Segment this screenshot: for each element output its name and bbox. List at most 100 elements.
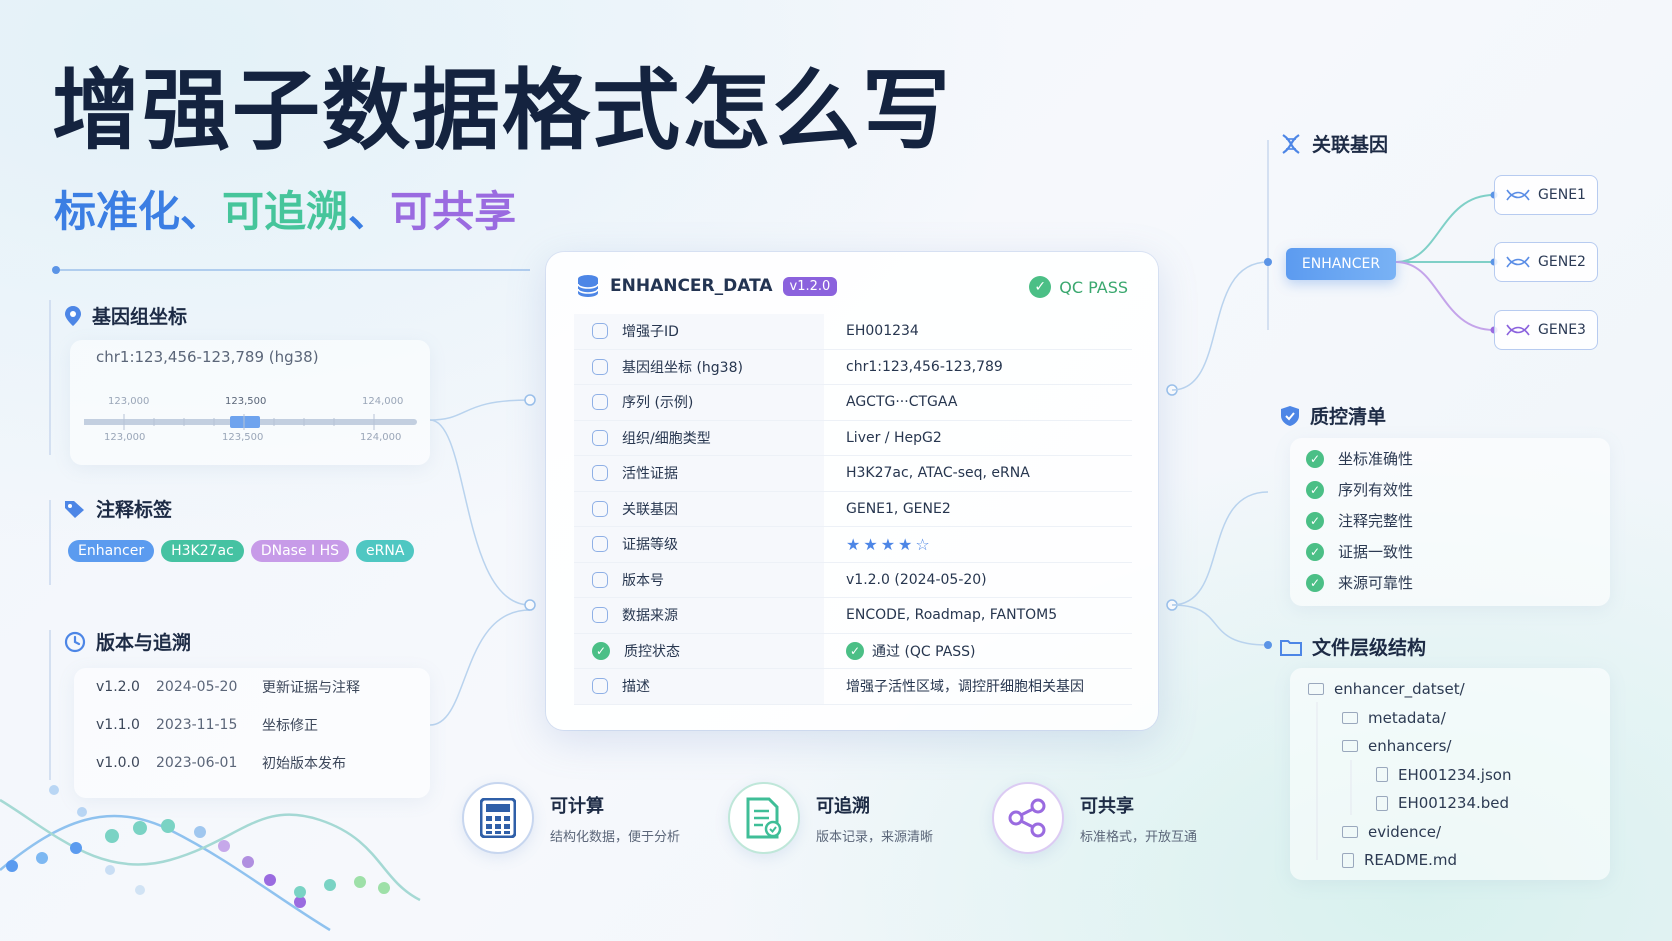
ruler-top-mid: 123,500 [225,396,267,407]
file-tree-item[interactable]: EH001234.bed [1308,789,1511,818]
field-key: 数据来源 [622,608,678,625]
qc-item-label: 来源可靠性 [1338,574,1414,592]
calculator-icon [480,798,516,838]
tag-enhancer[interactable]: Enhancer [68,540,155,562]
tag-erna[interactable]: eRNA [356,540,415,562]
check-circle-icon: ✓ [1306,542,1324,561]
enhancer-data-card: ENHANCER_DATA v1.2.0 ✓ QC PASS 增强子ID EH00… [546,252,1158,730]
table-row: 序列 (示例)AGCTG···CTGAA [574,385,1132,421]
file-tree-item[interactable]: EH001234.json [1308,761,1511,790]
file-tree-item[interactable]: enhancer_datset/ [1308,675,1511,704]
dna-icon [1506,324,1530,336]
check-circle-icon: ✓ [1306,480,1324,499]
enhancer-node[interactable]: ENHANCER [1286,248,1396,280]
check-circle-icon: ✓ [846,641,864,660]
field-key-cell: 增强子ID [574,314,824,349]
tag-dnase[interactable]: DNase I HS [250,540,350,562]
field-value: AGCTG···CTGAA [846,394,958,411]
field-value: Liver / HepG2 [846,429,942,446]
dna-icon [1282,133,1300,154]
file-tree-item[interactable]: README.md [1308,846,1511,875]
evidence-stars: ★★★★☆ [846,534,933,554]
genes-title-text: 关联基因 [1312,134,1389,156]
field-value: 通过 (QC PASS) [872,643,976,660]
card-name: ENHANCER_DATA [610,276,773,296]
gene-node-1[interactable]: GENE1 [1494,175,1598,215]
feature-icon-circle [462,782,534,854]
qc-item: ✓ 来源可靠性 [1306,567,1413,598]
version-date: 2023-11-15 [156,717,238,733]
field-value-cell: ✓ 通过 (QC PASS) [824,641,1132,661]
ruler-bottom-mid: 123,500 [222,432,264,443]
field-icon [592,536,608,553]
field-value-cell: EH001234 [824,323,1132,339]
field-value-cell: 增强子活性区域，调控肝细胞相关基因 [824,676,1132,696]
field-icon [592,678,608,695]
versions-section-title: 版本与追溯 [64,628,191,655]
genome-ruler [84,414,417,430]
field-icon [592,571,608,588]
field-value-cell: H3K27ac, ATAC-seq, eRNA [824,465,1132,481]
feature-subtitle: 标准格式，开放互通 [1080,829,1198,845]
version-date: 2023-06-01 [156,755,238,771]
gene-node-2[interactable]: GENE2 [1494,242,1598,282]
qc-item: ✓坐标准确性 [1306,443,1413,474]
files-title-text: 文件层级结构 [1312,637,1427,659]
file-name: enhancer_datset/ [1334,680,1465,699]
document-check-icon [746,797,782,839]
page-subtitle: 标准化、可追溯、可共享 [54,178,516,239]
table-row: ✓质控状态✓通过 (QC PASS) [574,633,1132,669]
field-value: EH001234 [846,323,919,340]
field-icon [592,323,608,340]
field-value: ENCODE, Roadmap, FANTOM5 [846,607,1058,624]
coords-title-text: 基因组坐标 [92,306,188,328]
feature-title: 可计算 [550,795,604,817]
field-key: 活性证据 [622,466,678,483]
table-row: 描述增强子活性区域，调控肝细胞相关基因 [574,669,1132,705]
qc-section-title: 质控清单 [1280,402,1386,429]
qc-item-label: 证据一致性 [1338,543,1414,561]
version-badge: v1.2.0 [782,276,838,296]
card-header: ENHANCER_DATA v1.2.0 [576,274,838,298]
qc-list: ✓坐标准确性 ✓序列有效性 ✓注释完整性 ✓证据一致性 ✓来源可靠性 [1306,443,1413,598]
field-value: v1.2.0 (2024-05-20) [846,571,987,588]
file-tree-item[interactable]: enhancers/ [1308,732,1511,761]
tag-h3k27ac[interactable]: H3K27ac [161,540,244,562]
field-value-cell: ENCODE, Roadmap, FANTOM5 [824,607,1132,623]
file-tree-item[interactable]: metadata/ [1308,704,1511,733]
gene-node-3[interactable]: GENE3 [1494,310,1598,350]
field-icon [592,465,608,482]
file-tree: enhancer_datset/metadata/enhancers/EH001… [1308,675,1511,875]
feature-subtitle: 版本记录，来源清晰 [816,829,934,845]
tags-title-text: 注释标签 [96,499,173,521]
shield-check-icon [1281,405,1299,426]
subtitle-separator: 、 [180,187,223,236]
coords-value: chr1:123,456-123,789 (hg38) [96,348,319,366]
qc-item: ✓ 序列有效性 [1306,474,1413,505]
feature-title: 可共享 [1080,795,1134,817]
subtitle-standardized: 标准化 [54,187,181,236]
qc-item-label: 坐标准确性 [1338,450,1414,468]
field-icon [592,607,608,624]
folder-icon [1342,711,1358,724]
qc-item-label: 序列有效性 [1338,481,1414,499]
version-note: 初始版本发布 [262,756,346,772]
gene-label: GENE2 [1538,254,1586,270]
qc-pass-text: QC PASS [1059,277,1128,297]
tags-section-title: 注释标签 [64,495,172,522]
field-key: 组织/细胞类型 [622,430,711,447]
field-icon [592,429,608,446]
qc-item: ✓ 证据一致性 [1306,536,1413,567]
file-tree-item[interactable]: evidence/ [1308,818,1511,847]
file-name: evidence/ [1368,822,1442,841]
subtitle-separator: 、 [348,187,391,236]
field-value: chr1:123,456-123,789 [846,358,1003,375]
file-name: README.md [1364,851,1458,870]
check-circle-icon: ✓ [1306,573,1324,592]
